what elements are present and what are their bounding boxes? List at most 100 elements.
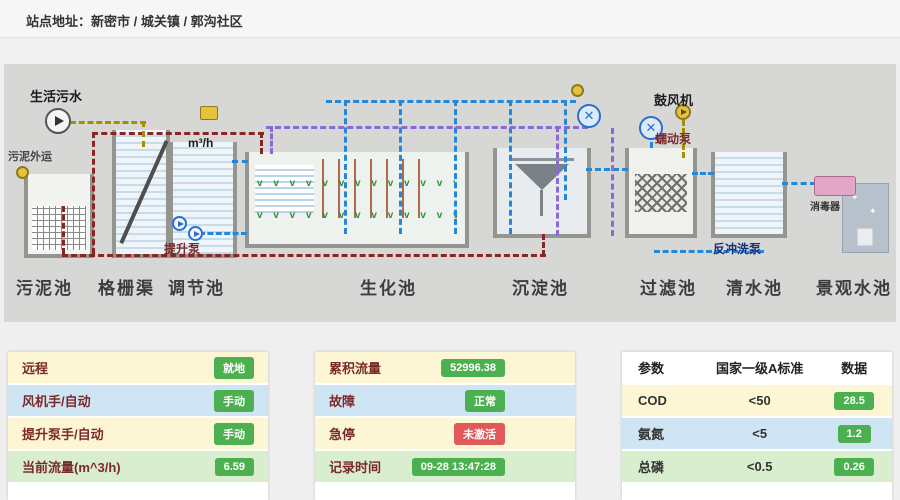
pipe-lift [199, 232, 247, 235]
tank-label-filter: 过滤池 [640, 279, 697, 298]
settler-funnel-icon [515, 164, 569, 190]
pipe-transfer [232, 160, 248, 163]
row-label: 风机手/自动 [22, 394, 91, 409]
row-label: 提升泵手/自动 [22, 427, 104, 442]
row-record-time: 记录时间 09-28 13:47:28 [315, 451, 575, 484]
aeration-water [255, 164, 314, 213]
pipe-sludge-top [92, 132, 264, 135]
row-current-flow: 当前流量(m^3/h) 6.59 [8, 451, 268, 484]
row-label: 记录时间 [329, 460, 382, 475]
blower-fan-icon: ✕ [577, 104, 601, 128]
inflow-label: 生活污水 [30, 89, 83, 104]
tank-label-landscape: 景观水池 [816, 279, 892, 298]
row-total-flow: 累积流量 52996.38 [315, 352, 575, 385]
pipe-air-main [266, 126, 588, 129]
quality-row-cod: COD <50 28.5 [622, 385, 892, 418]
pipe-aeration-header [326, 100, 576, 103]
tank-screen-channel [112, 130, 170, 258]
param-standard: <5 [752, 426, 768, 441]
total-flow-value: 52996.38 [441, 358, 505, 377]
pipe-inflow [70, 121, 146, 124]
param-value: 0.26 [834, 457, 874, 476]
pipe-dosing [682, 120, 685, 158]
param-name: COD [638, 393, 667, 408]
tank-label-sedimentation: 沉淀池 [512, 279, 569, 298]
pipe-to-cleanwater [692, 172, 714, 175]
liftpump-mode-toggle[interactable]: 手动 [214, 422, 254, 445]
pipe-aeration-drop [454, 100, 457, 234]
pipe-to-landscape [782, 182, 844, 185]
lift-pump-icon [188, 226, 203, 241]
remote-local-toggle[interactable]: 就地 [214, 356, 254, 379]
quality-row-nh3n: 氨氮 <5 1.2 [622, 418, 892, 451]
row-label: 累积流量 [329, 361, 382, 376]
sparkle-icon: ✦ [851, 192, 859, 202]
control-panel: 远程 就地 风机手/自动 手动 提升泵手/自动 手动 当前流量(m^3/h) 6… [8, 352, 268, 500]
dosing-pump-label: 蠕动泵 [655, 132, 692, 146]
tank-label-sludge: 污泥池 [16, 279, 73, 298]
pipe-air-branch [270, 126, 273, 154]
tank-filter [625, 148, 697, 238]
pipe-sludge-drop [542, 234, 545, 256]
filter-media-icon [635, 174, 687, 212]
pipe-sludge-drop [260, 132, 263, 154]
pipe-sludge-riser [92, 132, 95, 254]
param-value: 1.2 [837, 424, 871, 443]
sludge-pattern [32, 206, 86, 250]
pipe-to-filter [586, 168, 628, 171]
bar-screen-icon [119, 140, 169, 244]
row-label: 故障 [329, 394, 356, 409]
fault-status-badge: 正常 [465, 389, 505, 412]
site-address: 站点地址：新密市 / 城关镇 / 郭沟社区 [26, 14, 243, 29]
current-flow-value: 6.59 [214, 457, 254, 476]
col-standard: 国家一级A标准 [716, 361, 804, 376]
row-fan-mode: 风机手/自动 手动 [8, 385, 268, 418]
row-liftpump-mode: 提升泵手/自动 手动 [8, 418, 268, 451]
pipe-aeration-drop [399, 100, 402, 234]
tank-sludge [24, 174, 94, 258]
row-remote-local: 远程 就地 [8, 352, 268, 385]
tank-label-clean-water: 清水池 [726, 279, 783, 298]
row-label: 急停 [329, 427, 356, 442]
param-name: 氨氮 [638, 427, 665, 442]
pipe-sludge-riser [62, 206, 65, 254]
disinfector-label: 消毒器 [810, 202, 840, 213]
col-data: 数据 [841, 361, 868, 376]
pool-outlet [857, 228, 873, 246]
param-name: 总磷 [638, 460, 665, 475]
status-panel: 累积流量 52996.38 故障 正常 急停 未激活 记录时间 09-28 13… [315, 352, 575, 500]
fan-mode-toggle[interactable]: 手动 [214, 389, 254, 412]
row-label: 远程 [22, 361, 49, 376]
settler-hood [510, 158, 574, 161]
estop-status-badge: 未激活 [454, 422, 505, 445]
tank-label-screen-channel: 格栅渠 [98, 279, 155, 298]
blower-label: 鼓风机 [654, 93, 694, 108]
sludge-valve-icon [16, 166, 29, 179]
biofilm-media-icon [322, 159, 427, 219]
blower-fan-icon: ✕ [639, 116, 663, 140]
settler-stem [540, 190, 543, 216]
row-label: 当前流量(m^3/h) [22, 460, 121, 475]
lift-pump-label: 提升泵 [164, 242, 201, 256]
dosing-pump-icon [675, 104, 691, 120]
disinfector-icon [814, 176, 856, 196]
pipe-aeration-drop [344, 100, 347, 234]
backwash-pump-label: 反冲洗泵 [713, 242, 762, 256]
lift-pump-icon [172, 216, 187, 231]
quality-row-tp: 总磷 <0.5 0.26 [622, 451, 892, 484]
pipe-air-branch [556, 126, 559, 236]
flow-unit-label: m³/h [188, 136, 214, 150]
header-sub-strip [0, 39, 900, 64]
pipe-air-branch [611, 128, 614, 236]
row-fault: 故障 正常 [315, 385, 575, 418]
tank-label-biochemical: 生化池 [360, 279, 417, 298]
quality-header-row: 参数 国家一级A标准 数据 [622, 352, 892, 385]
record-time-value: 09-28 13:47:28 [411, 457, 505, 476]
pipe-backwash [654, 250, 764, 253]
tank-biochemical: v v v v v v v v v v v v v v v v v v v v … [245, 152, 469, 248]
plants-row: v v v v v v v v v v v v v v v v [257, 178, 457, 189]
plants-row: v v v v v v v v v v v v v v v v [257, 210, 457, 221]
pipe-aeration-drop [509, 100, 512, 234]
water-quality-panel: 参数 国家一级A标准 数据 COD <50 28.5 氨氮 <5 1.2 总磷 … [622, 352, 892, 500]
header-bar: 站点地址：新密市 / 城关镇 / 郭沟社区 [0, 0, 900, 38]
